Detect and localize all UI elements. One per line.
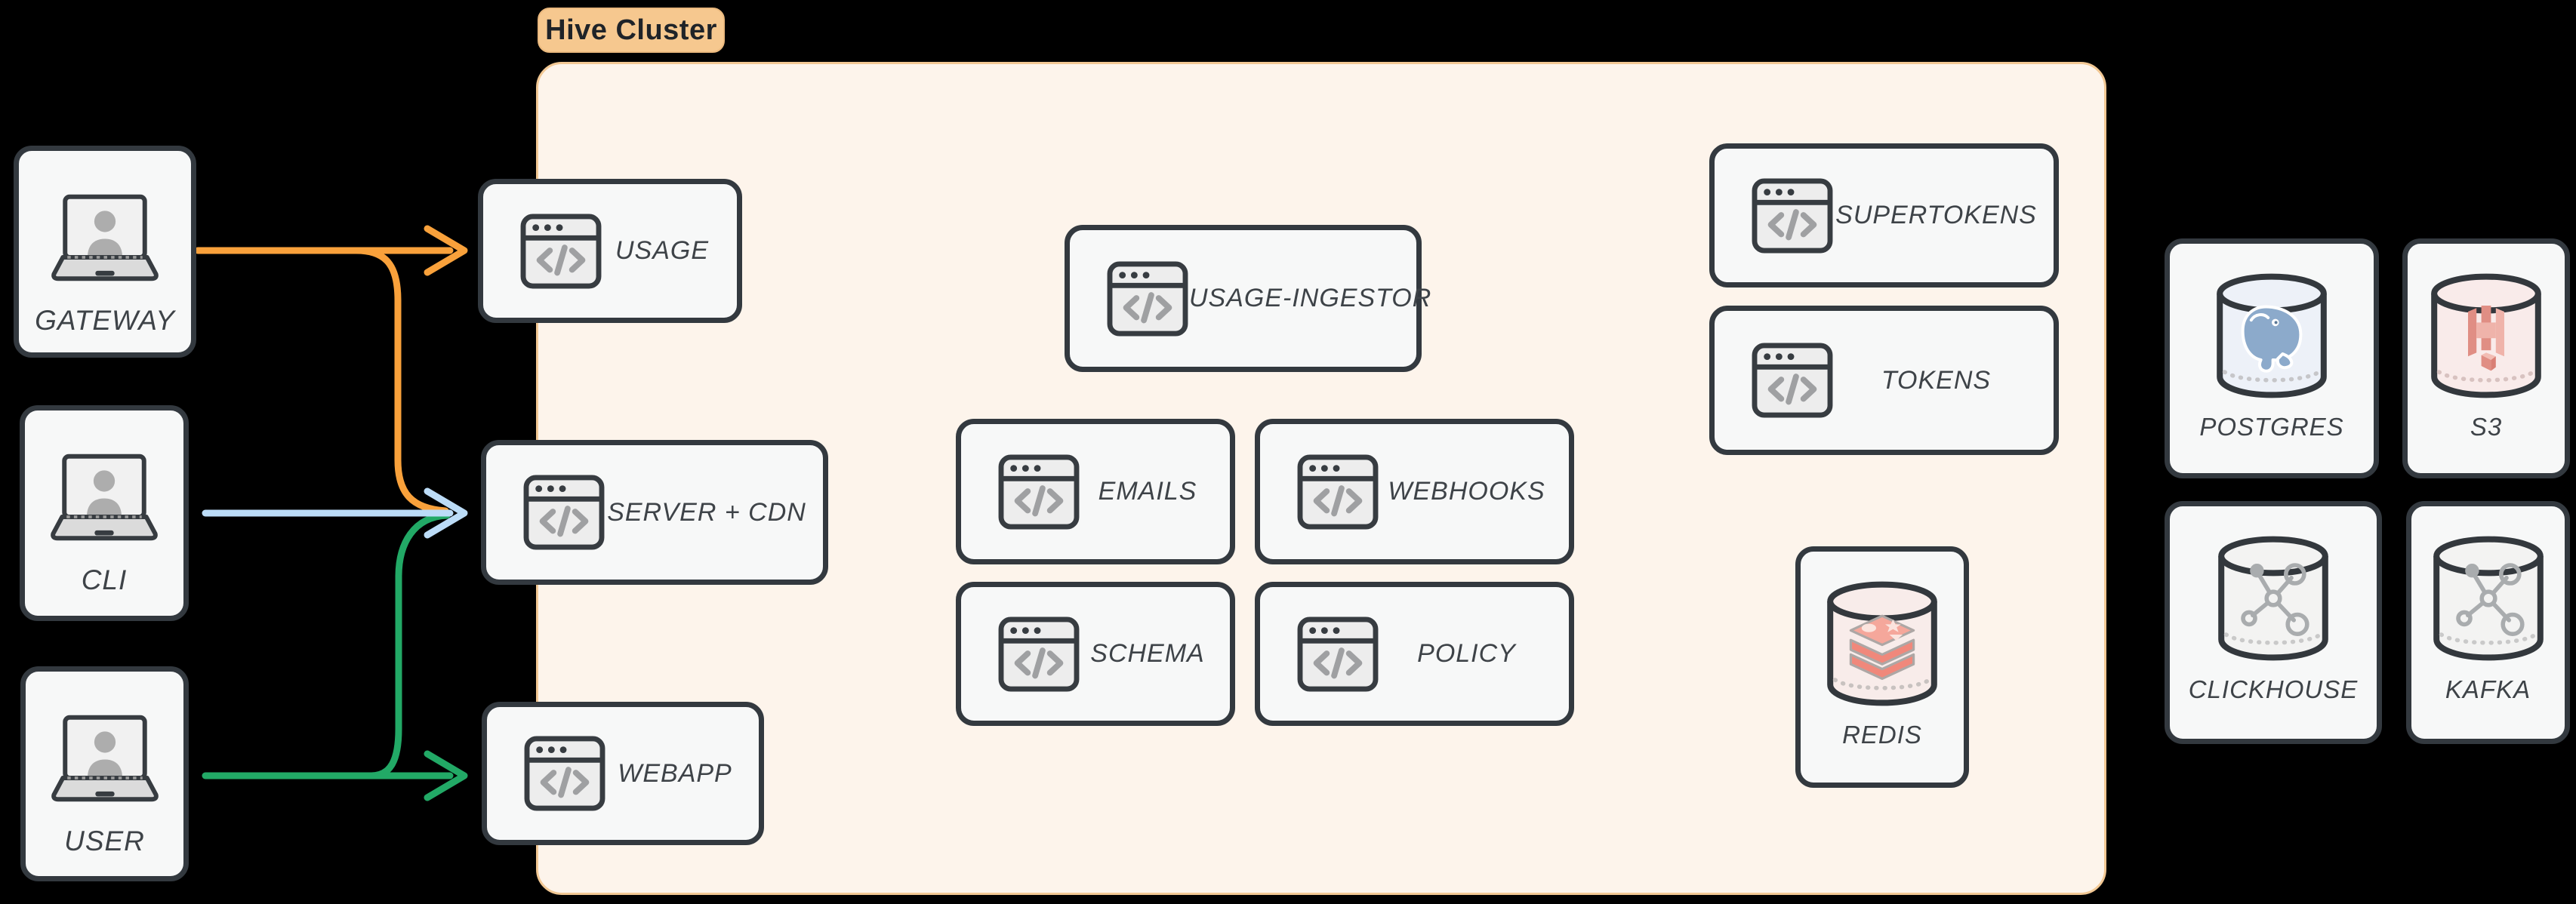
graph-database-icon (2218, 536, 2328, 661)
service-label: EMAILS (1098, 477, 1197, 506)
s3-database-icon (2431, 273, 2541, 398)
code-window-icon (1297, 616, 1379, 692)
service-label: TOKENS (1881, 365, 1992, 395)
code-window-icon (523, 475, 605, 550)
postgres-database-icon (2217, 273, 2327, 398)
service-label: SUPERTOKENS (1835, 201, 2037, 229)
hive-cluster-badge-label: Hive Cluster (545, 14, 717, 46)
laptop-user-icon (51, 194, 159, 281)
service-label: USAGE (615, 236, 710, 265)
datastore-node-kafka: KAFKA (2406, 501, 2570, 744)
graph-database-icon (2433, 536, 2544, 661)
cache-label: REDIS (1842, 721, 1922, 749)
code-window-icon (520, 213, 602, 289)
datastore-node-clickhouse: CLICKHOUSE (2165, 501, 2382, 744)
service-node-server-cdn: SERVER + CDN (481, 440, 828, 585)
datastore-label: S3 (2470, 413, 2503, 441)
service-label: USAGE-INGESTOR (1189, 284, 1432, 312)
code-window-icon (1752, 177, 1833, 254)
code-window-icon (1297, 454, 1379, 530)
datastore-label: POSTGRES (2199, 413, 2344, 441)
service-node-webapp: WEBAPP (482, 702, 764, 845)
service-node-webhooks: WEBHOOKS (1255, 419, 1574, 564)
service-label: WEBHOOKS (1388, 477, 1545, 506)
client-node-user: USER (20, 666, 189, 881)
service-node-tokens: TOKENS (1709, 306, 2059, 455)
client-node-cli: CLI (20, 405, 189, 621)
edge-cli-server-arrowhead (424, 487, 468, 539)
service-node-schema: SCHEMA (956, 582, 1235, 726)
client-node-gateway: GATEWAY (14, 146, 196, 358)
client-label: GATEWAY (35, 305, 175, 336)
code-window-icon (998, 616, 1080, 692)
service-label: WEBAPP (618, 758, 732, 788)
service-node-usage: USAGE (478, 179, 742, 323)
edge-gateway-usage-arrowhead (424, 225, 468, 276)
hive-cluster-badge: Hive Cluster (538, 8, 725, 53)
datastore-label: KAFKA (2445, 675, 2531, 703)
service-label: SCHEMA (1090, 639, 1205, 668)
client-label: USER (64, 826, 145, 856)
client-label: CLI (81, 564, 128, 595)
service-label: SERVER + CDN (607, 497, 806, 527)
laptop-user-icon (51, 715, 159, 802)
service-node-emails: EMAILS (956, 419, 1235, 564)
edge-user-webapp-arrowhead (424, 750, 468, 801)
datastore-node-s3: S3 (2402, 238, 2570, 478)
datastore-label: CLICKHOUSE (2188, 675, 2359, 703)
datastore-node-postgres: POSTGRES (2165, 238, 2379, 478)
edge-user-server (368, 512, 451, 779)
edge-gateway-server (353, 247, 449, 515)
service-label: POLICY (1417, 639, 1516, 668)
service-node-supertokens: SUPERTOKENS (1709, 143, 2059, 287)
redis-database-icon (1827, 581, 1937, 706)
code-window-icon (524, 736, 605, 811)
code-window-icon (1752, 343, 1833, 418)
laptop-user-icon (51, 454, 158, 541)
cache-node-redis: REDIS (1795, 546, 1969, 788)
code-window-icon (1107, 260, 1188, 337)
service-node-policy: POLICY (1255, 582, 1574, 726)
service-node-usage-ingestor: USAGE-INGESTOR (1065, 225, 1431, 372)
code-window-icon (998, 454, 1080, 530)
